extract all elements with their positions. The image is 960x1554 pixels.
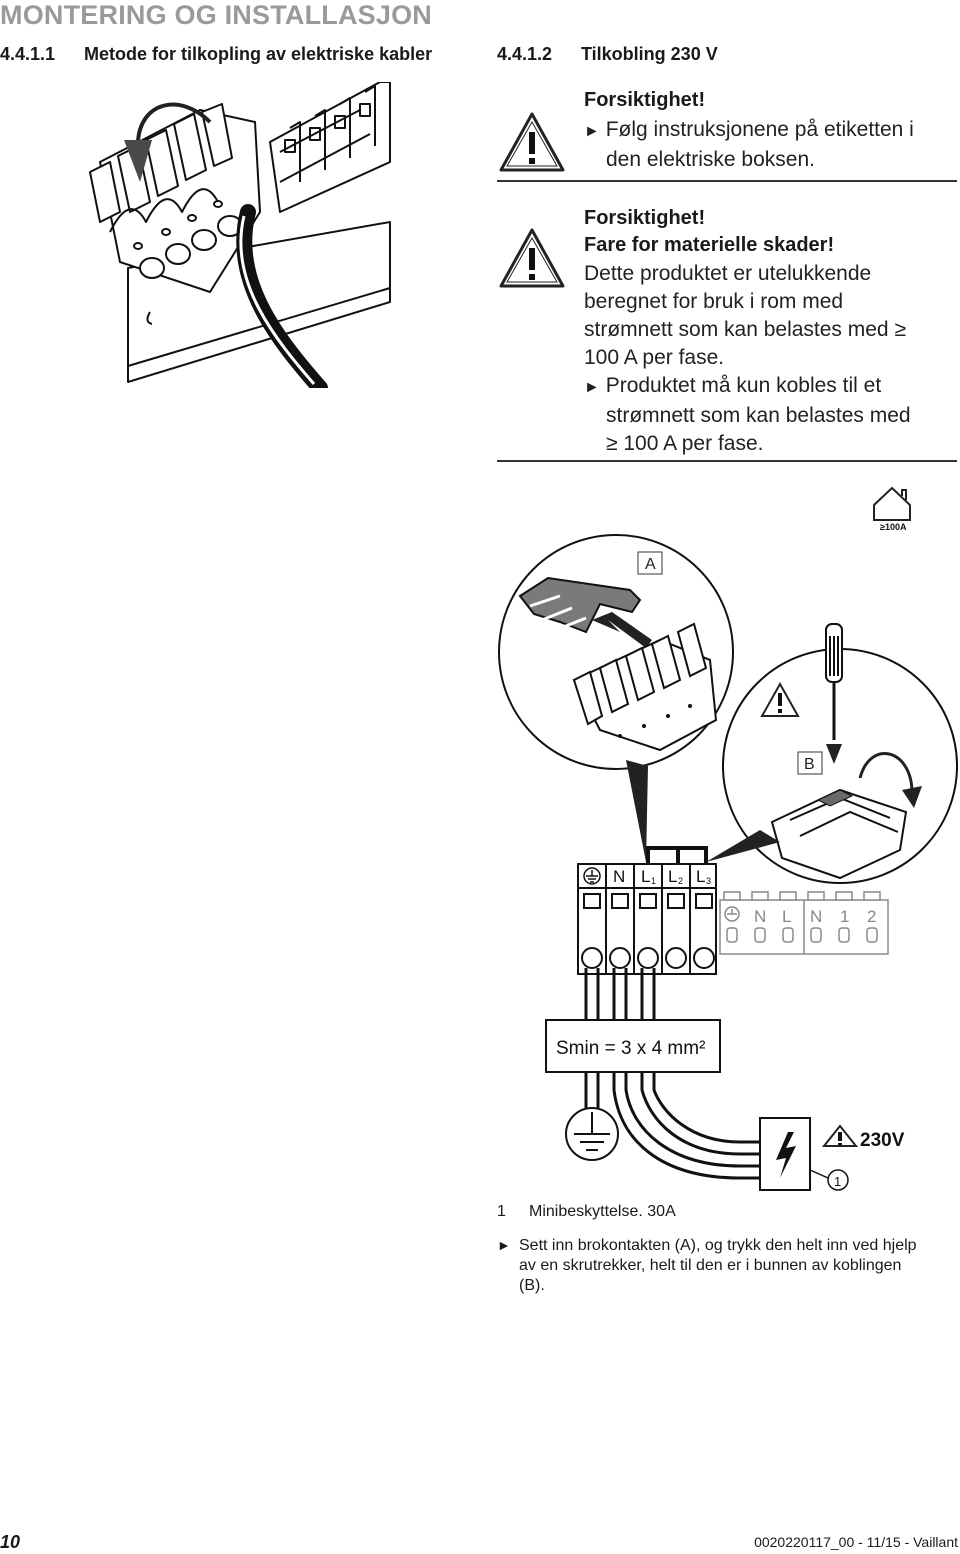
terminal-l1: L (641, 867, 650, 886)
divider (497, 180, 957, 182)
page-header-title: MONTERING OG INSTALLASJON (0, 0, 433, 30)
warning-triangle-icon (821, 1124, 859, 1147)
terminal-l3-sub: 3 (706, 876, 711, 886)
warning-title: Forsiktighet! (584, 89, 706, 111)
aux-terminal-2: 2 (867, 907, 876, 926)
lightning-icon (776, 1132, 796, 1178)
divider (497, 460, 957, 462)
terminal-n: N (613, 867, 625, 886)
section-title: Metode for tilkopling av elektriske kabl… (84, 44, 433, 64)
screwdriver-icon (825, 623, 843, 740)
warning-triangle-icon (499, 228, 565, 288)
aux-terminal-l: L (782, 907, 791, 926)
house-icon (873, 486, 911, 521)
terminal-block-illustration (89, 82, 391, 388)
warning-bullet: ► Følg instruksjonene på etiketten i den… (584, 118, 914, 171)
document-reference: 0020220117_00 - 11/15 - Vaillant (754, 1534, 958, 1550)
warning-title: Forsiktighet! (584, 207, 706, 229)
terminal-l1-sub: 1 (651, 876, 656, 886)
warning-body: Dette produktet er utelukkende beregnet … (584, 262, 911, 455)
section-heading-right: 4.4.1.2 Tilkobling 230 V (497, 44, 718, 65)
section-heading-left: 4.4.1.1 Metode for tilkopling av elektris… (0, 44, 432, 65)
legend-text: Minibeskyttelse. 30A (529, 1203, 676, 1220)
voltage-label: 230V (860, 1130, 905, 1151)
section-number: 4.4.1.1 (0, 44, 56, 64)
earth-icon (583, 867, 601, 885)
legend-item: 1 Minibeskyttelse. 30A (497, 1203, 676, 1221)
secondary-terminal-strip (719, 891, 889, 955)
terminal-l3: L (696, 867, 705, 886)
terminal-l2: L (668, 867, 677, 886)
earth-symbol-icon (565, 1107, 619, 1161)
cable-spec-box (545, 1019, 721, 1073)
warning-triangle-icon (760, 681, 800, 717)
cable-spec: Smin = 3 x 4 mm² (556, 1038, 705, 1059)
warning-subtitle: Fare for materielle skader! (584, 234, 835, 256)
house-rating-label: ≥100A (880, 522, 907, 532)
instruction: ►Sett inn brokontakten (A), og trykk den… (497, 1237, 917, 1294)
callout-1: 1 (834, 1174, 841, 1189)
section-number: 4.4.1.2 (497, 44, 553, 64)
wiring-diagram: ≥100A A B (498, 486, 958, 1191)
aux-terminal-n2: N (810, 907, 822, 926)
legend-number: 1 (497, 1203, 506, 1220)
section-title: Tilkobling 230 V (581, 44, 718, 64)
warning-triangle-icon (499, 112, 565, 172)
label-a: A (645, 556, 656, 573)
aux-terminal-n: N (754, 907, 766, 926)
label-b: B (804, 756, 815, 773)
page-number: 10 (0, 1532, 21, 1552)
terminal-l2-sub: 2 (678, 876, 683, 886)
aux-terminal-1: 1 (840, 907, 849, 926)
